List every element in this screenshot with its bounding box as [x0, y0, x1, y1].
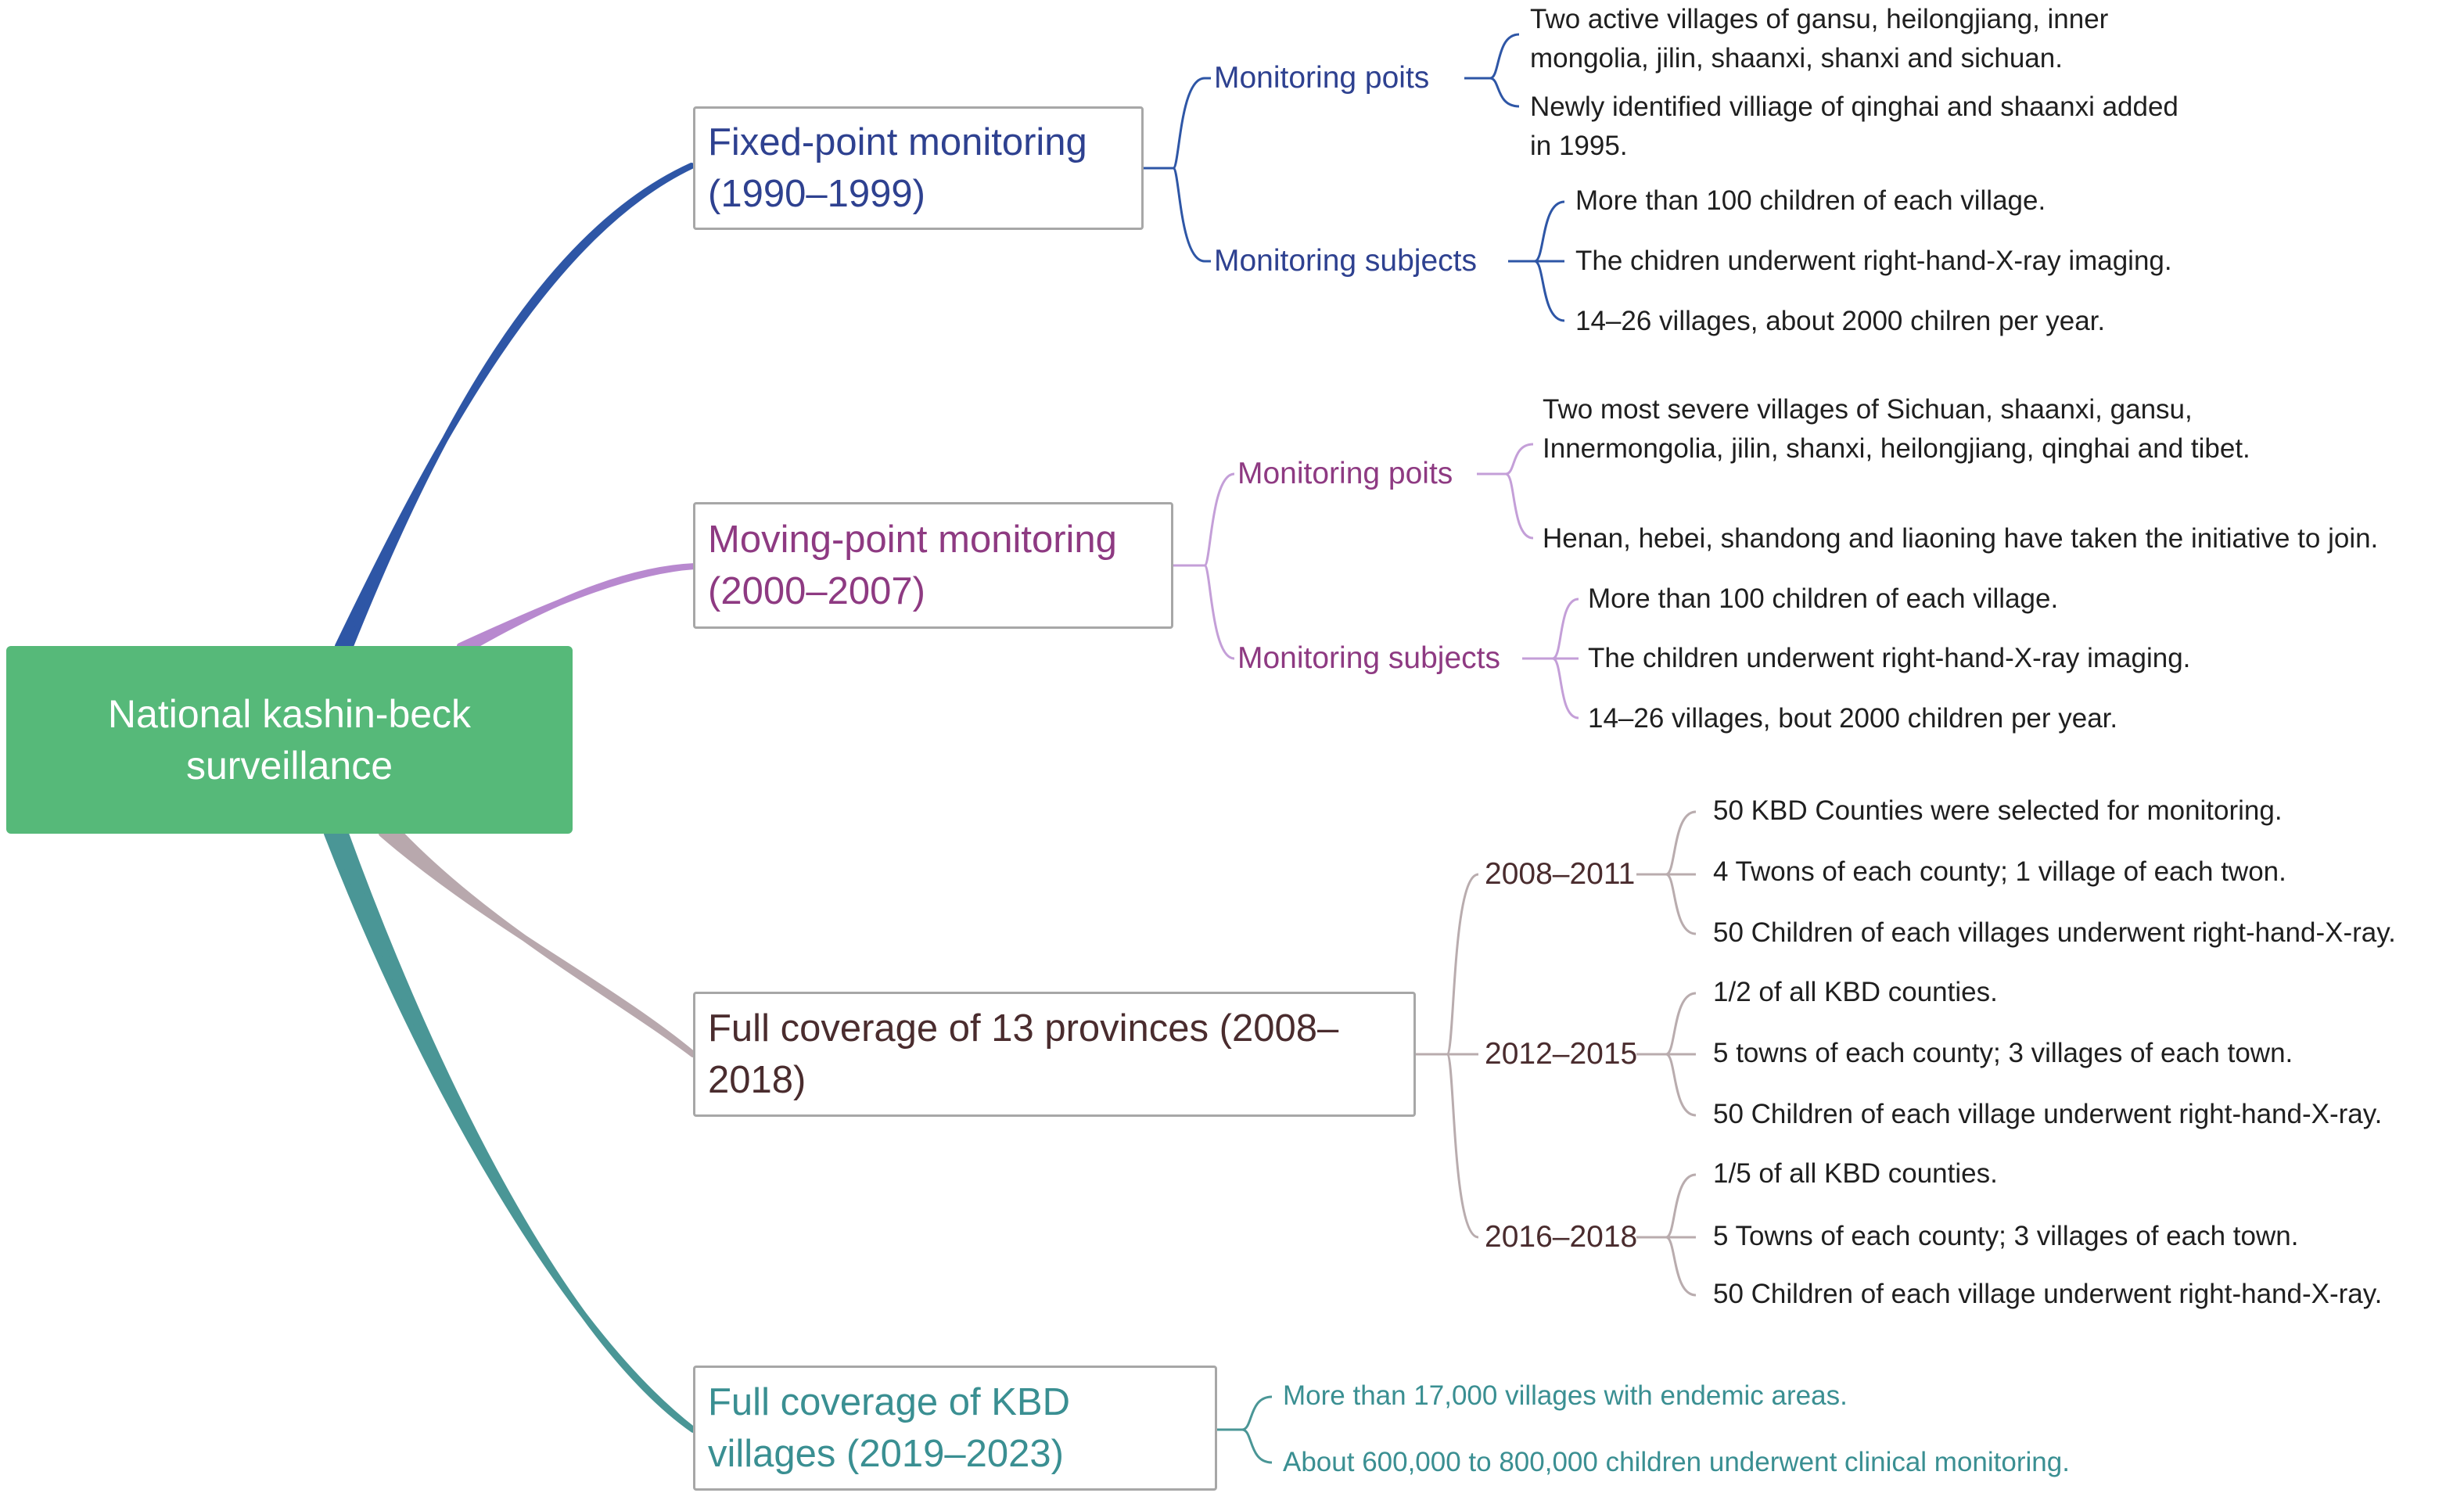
root-node[interactable]: National kashin-beck surveillance — [6, 646, 573, 834]
topic-full-coverage-provinces[interactable]: Full coverage of 13 provinces (2008–2018… — [693, 992, 1416, 1117]
group-monitoring-poits-2[interactable]: Monitoring poits — [1237, 457, 1453, 490]
branch3-trunk — [1416, 873, 1479, 1239]
leaf-1-1-2: Newly identified villiage of qinghai and… — [1530, 92, 2178, 161]
leaf-3-1-3: 50 Children of each villages underwent r… — [1713, 917, 2396, 948]
group3-2-bracket — [1636, 992, 1697, 1117]
branch3-sub-connectors — [1416, 810, 1697, 1297]
group-2016-2018[interactable]: 2016–2018 — [1485, 1220, 1638, 1254]
group1-1-bracket — [1464, 33, 1520, 108]
leaf-3-1-1: 50 KBD Counties were selected for monito… — [1713, 795, 2283, 826]
leaf-2-2-1: More than 100 children of each village. — [1588, 583, 2059, 614]
leaf-3-1-2: 4 Twons of each county; 1 village of eac… — [1713, 856, 2286, 887]
topic-moving-point[interactable]: Moving-point monitoring (2000–2007) — [693, 502, 1173, 629]
topic-fixed-point-label: Fixed-point monitoring (1990–1999) — [708, 121, 1087, 215]
branch-connector-4 — [324, 831, 696, 1433]
branch2-to-group1 — [1173, 472, 1235, 567]
topic-full-coverage-provinces-label: Full coverage of 13 provinces (2008–2018… — [708, 1007, 1339, 1101]
topic-full-coverage-villages[interactable]: Full coverage of KBD villages (2019–2023… — [693, 1366, 1217, 1491]
group-2008-2011[interactable]: 2008–2011 — [1485, 857, 1636, 891]
leaf-2-1-2: Henan, hebei, shandong and liaoning have… — [1543, 523, 2379, 554]
leaf-4-1: More than 17,000 villages with endemic a… — [1283, 1380, 1848, 1411]
topic-fixed-point[interactable]: Fixed-point monitoring (1990–1999) — [693, 106, 1144, 230]
branch-connector-3 — [379, 831, 696, 1057]
root-label: National kashin-beck surveillance — [107, 692, 472, 788]
leaf-2-2-3: 14–26 villages, bout 2000 children per y… — [1588, 703, 2118, 734]
leaf-3-3-3: 50 Children of each village underwent ri… — [1713, 1279, 2383, 1309]
group1-2-bracket — [1508, 200, 1565, 322]
branch1-to-group2 — [1172, 167, 1211, 263]
leaf-4-2: About 600,000 to 800,000 children underw… — [1283, 1447, 2070, 1477]
branch1-to-group1 — [1144, 77, 1211, 170]
leaf-3-2-2: 5 towns of each county; 3 villages of ea… — [1713, 1038, 2293, 1068]
branch4-bracket — [1217, 1395, 1273, 1464]
group3-3-bracket — [1636, 1173, 1697, 1297]
leaf-1-2-2: The chidren underwent right-hand-X-ray i… — [1575, 246, 2172, 276]
branch4-sub-connectors — [1217, 1395, 1273, 1464]
group-2012-2015[interactable]: 2012–2015 — [1485, 1037, 1638, 1071]
leaf-2-2-2: The children underwent right-hand-X-ray … — [1588, 643, 2191, 673]
leaf-1-2-3: 14–26 villages, about 2000 chilren per y… — [1575, 306, 2106, 336]
topic-moving-point-label: Moving-point monitoring (2000–2007) — [708, 519, 1117, 612]
leaf-3-3-1: 1/5 of all KBD counties. — [1713, 1158, 1998, 1189]
topic-full-coverage-villages-label: Full coverage of KBD villages (2019–2023… — [708, 1381, 1070, 1475]
group2-1-bracket — [1477, 443, 1534, 540]
branch1-sub-connectors — [1144, 33, 1565, 322]
leaf-3-3-2: 5 Towns of each county; 3 villages of ea… — [1713, 1221, 2299, 1251]
group-monitoring-subjects-1[interactable]: Monitoring subjects — [1214, 244, 1477, 278]
branch-connector-2 — [457, 563, 698, 649]
leaf-2-1-1: Two most severe villages of Sichuan, sha… — [1543, 394, 2250, 464]
branch2-sub-connectors — [1173, 443, 1579, 720]
group3-1-bracket — [1636, 810, 1697, 935]
group2-2-bracket — [1522, 598, 1579, 720]
leaf-3-2-3: 50 Children of each village underwent ri… — [1713, 1099, 2383, 1129]
group-monitoring-subjects-2[interactable]: Monitoring subjects — [1237, 641, 1500, 675]
group-monitoring-poits-1[interactable]: Monitoring poits — [1214, 61, 1430, 95]
leaf-3-2-1: 1/2 of all KBD counties. — [1713, 977, 1998, 1007]
leaf-1-1-1: Two active villages of gansu, heilongjia… — [1530, 4, 2109, 74]
leaf-1-2-1: More than 100 children of each village. — [1575, 185, 2046, 216]
branch2-to-group2 — [1203, 564, 1235, 660]
branch-connector-1 — [335, 163, 695, 649]
